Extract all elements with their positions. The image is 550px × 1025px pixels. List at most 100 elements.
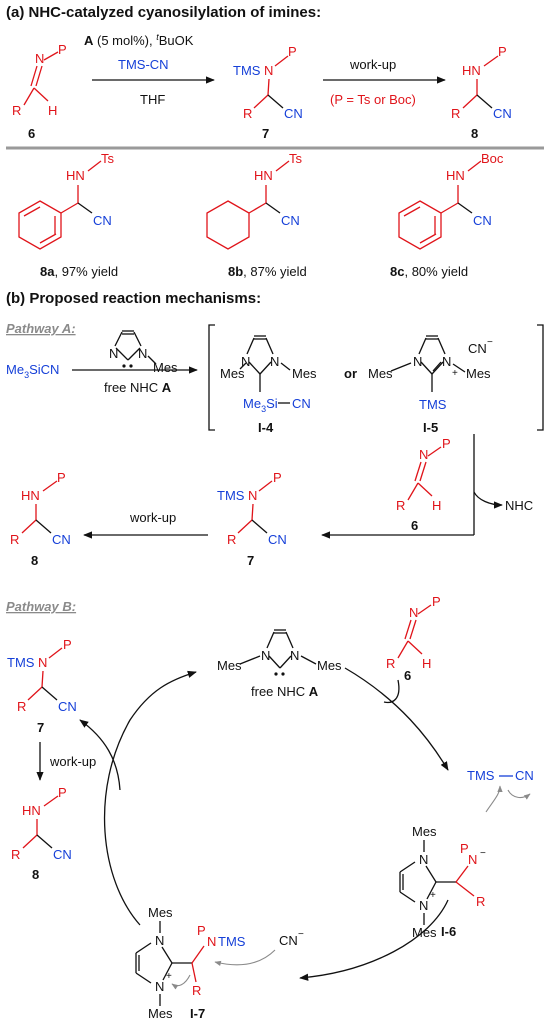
nhc-release-arrow: [473, 491, 503, 509]
i4-me3si: Me3Si: [243, 396, 278, 414]
svg-text:R: R: [451, 106, 460, 121]
pathway-b-tmscn: TMS CN: [467, 768, 534, 813]
free-nhc-a-top: N N Mes Mes free NHC A: [104, 330, 178, 395]
svg-text:H: H: [48, 103, 57, 118]
svg-text:6: 6: [404, 668, 411, 683]
svg-text:N: N: [419, 852, 428, 867]
svg-text:Mes: Mes: [368, 366, 393, 381]
svg-text:N: N: [264, 63, 273, 78]
svg-text:R: R: [12, 103, 21, 118]
compound-6-label: 6: [28, 126, 35, 141]
svg-text:N: N: [413, 354, 422, 369]
pathway-a-workup: work-up: [129, 510, 176, 525]
svg-text:P: P: [288, 44, 297, 59]
svg-text:P: P: [442, 436, 451, 451]
svg-text:R: R: [192, 983, 201, 998]
svg-text:N: N: [248, 488, 257, 503]
svg-text:+: +: [166, 971, 172, 982]
reagent-tmscn: TMS-CN: [118, 57, 169, 72]
svg-text:8: 8: [32, 867, 39, 882]
svg-text:TMS: TMS: [233, 63, 261, 78]
svg-text:CN: CN: [515, 768, 534, 783]
pathway-a-compound-7: TMS N P R CN 7: [217, 470, 287, 568]
pathway-b-compound-8: HN P R CN 8: [11, 785, 72, 882]
pathway-a-compound-8: HN P R CN 8: [10, 470, 71, 568]
pathway-b-workup: work-up: [49, 754, 96, 769]
svg-text:R: R: [11, 847, 20, 862]
cycle-arrow-2: [299, 899, 449, 981]
svg-text:HN: HN: [21, 488, 40, 503]
solvent: THF: [140, 92, 165, 107]
svg-text:H: H: [432, 498, 441, 513]
svg-text:P: P: [273, 470, 282, 485]
svg-text:Mes: Mes: [148, 905, 173, 920]
intermediate-i7: Mes N N + Mes P N TMS R CN − I-7: [135, 905, 304, 1021]
svg-text:R: R: [10, 532, 19, 547]
svg-text:CN: CN: [473, 213, 492, 228]
svg-text:CN: CN: [284, 106, 303, 121]
svg-text:P: P: [197, 923, 206, 938]
svg-text:8: 8: [31, 553, 38, 568]
bracket-right: [537, 324, 544, 431]
svg-text:R: R: [396, 498, 405, 513]
intermediate-i4: N N Mes Mes Me3Si CN I-4: [220, 335, 317, 435]
svg-text:R: R: [476, 894, 485, 909]
svg-text:CN: CN: [281, 213, 300, 228]
svg-text:R: R: [17, 699, 26, 714]
svg-text:Mes: Mes: [317, 658, 342, 673]
svg-text:P: P: [63, 637, 72, 652]
svg-text:N: N: [290, 648, 299, 663]
svg-text:HN: HN: [254, 168, 273, 183]
svg-text:HN: HN: [462, 63, 481, 78]
svg-text:Mes: Mes: [412, 824, 437, 839]
pathway-b-free-nhc: N N Mes Mes free NHC A: [217, 629, 342, 699]
svg-text:−: −: [487, 337, 493, 348]
svg-text:N: N: [419, 898, 428, 913]
svg-text:N: N: [442, 354, 451, 369]
svg-text:Ts: Ts: [101, 151, 115, 166]
svg-text:Mes: Mes: [292, 366, 317, 381]
free-nhc-label: free NHC A: [104, 380, 172, 395]
svg-text:−: −: [480, 848, 486, 859]
i5-label: I-5: [423, 420, 438, 435]
svg-text:N: N: [35, 51, 44, 66]
svg-text:6: 6: [411, 518, 418, 533]
svg-text:Mes: Mes: [466, 366, 491, 381]
svg-text:CN: CN: [493, 106, 512, 121]
svg-text:P: P: [498, 44, 507, 59]
svg-text:CN: CN: [93, 213, 112, 228]
svg-text:HN: HN: [66, 168, 85, 183]
svg-text:P: P: [58, 42, 67, 57]
pathway-b-imine-6: N P R H 6: [386, 594, 441, 683]
arrow-step-1: A (5 mol%), tBuOK TMS-CN THF: [84, 32, 215, 107]
svg-text:Mes: Mes: [412, 925, 437, 940]
i7-cyanide: CN: [279, 933, 298, 948]
pathway-b-compound-7: TMS N P R CN 7: [7, 637, 77, 735]
intermediate-i5: N N + Mes Mes TMS CN − I-5: [368, 335, 493, 435]
svg-text:CN: CN: [53, 847, 72, 862]
svg-text:N: N: [241, 354, 250, 369]
imine-entry-arrow: [383, 679, 400, 704]
pathway-b-label: Pathway B:: [6, 599, 76, 614]
section-b-title: (b) Proposed reaction mechanisms:: [6, 290, 261, 307]
section-a-title: (a) NHC-catalyzed cyanosilylation of imi…: [6, 4, 321, 21]
svg-text:N: N: [109, 346, 118, 361]
svg-text:N: N: [261, 648, 270, 663]
or-text: or: [344, 366, 357, 381]
svg-text:7: 7: [247, 553, 254, 568]
svg-text:TMS: TMS: [467, 768, 495, 783]
svg-text:TMS: TMS: [217, 488, 245, 503]
svg-text:N: N: [38, 655, 47, 670]
compound-7-label: 7: [262, 126, 269, 141]
svg-text:P: P: [58, 785, 67, 800]
svg-text:CN: CN: [58, 699, 77, 714]
product-8b: HN Ts CN 8b, 87% yield: [206, 151, 307, 279]
svg-text:Mes: Mes: [148, 1006, 173, 1021]
arrow-step-2: work-up (P = Ts or Boc): [323, 57, 446, 107]
svg-text:R: R: [243, 106, 252, 121]
i4-label: I-4: [258, 420, 274, 435]
i6-label: I-6: [441, 924, 456, 939]
svg-text:TMS: TMS: [419, 397, 447, 412]
workup-label: work-up: [349, 57, 396, 72]
